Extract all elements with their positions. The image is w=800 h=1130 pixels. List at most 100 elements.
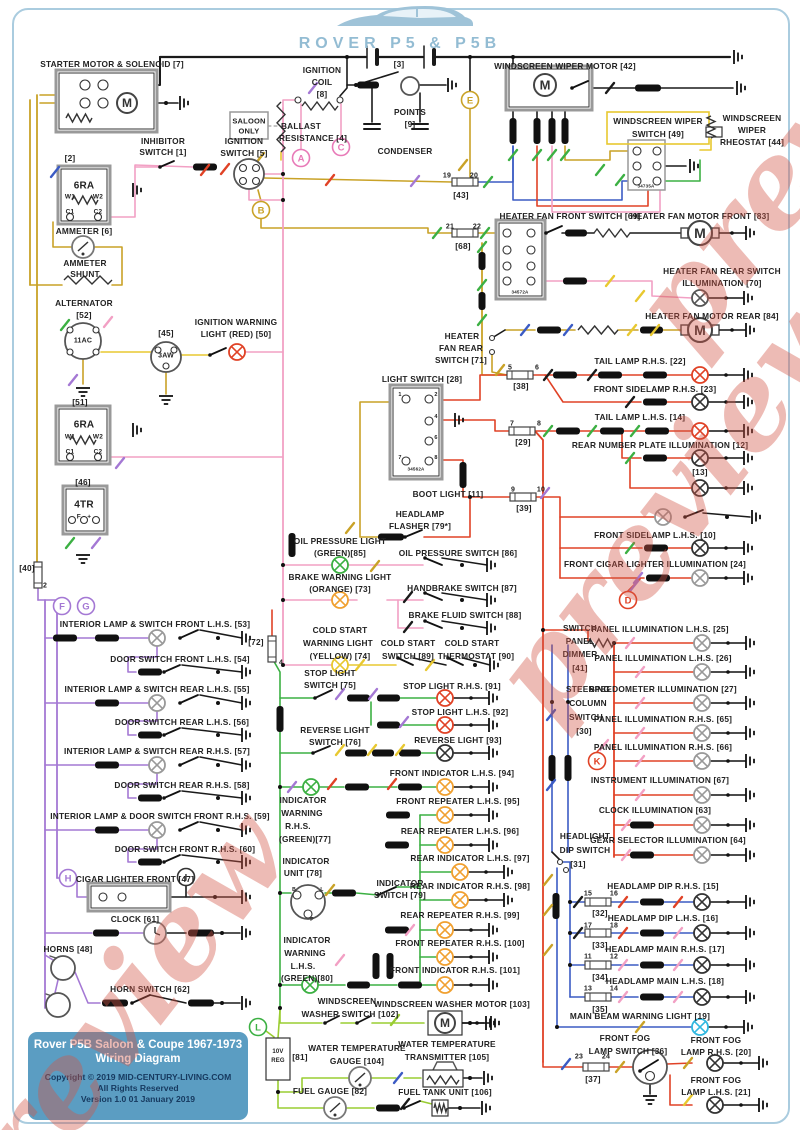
- junction-dot: [460, 563, 464, 567]
- ground-icon: [241, 855, 251, 869]
- wire-colour-tick: [617, 958, 629, 972]
- junction-dot: [216, 733, 220, 737]
- [object Object]: [385, 841, 409, 849]
- [object Object]: [643, 398, 667, 406]
- wire-colour-tick: [617, 990, 629, 1004]
- gauge-needle: [77, 241, 89, 252]
- wire-colour-tick: [620, 848, 632, 862]
- wire: [441, 592, 488, 601]
- terminal-circle: [66, 348, 74, 356]
- wire-colour-tick: [617, 926, 629, 940]
- junction-dot: [724, 400, 728, 404]
- motor-letter: M: [440, 1016, 450, 1030]
- lamp-x: [693, 395, 707, 409]
- resistor-icon: [69, 434, 97, 446]
- wire-colour-tick: [672, 958, 684, 972]
- switch-lever: [131, 994, 151, 1004]
- lamp-x: [693, 1020, 707, 1034]
- wire-colour-tick: [626, 323, 638, 337]
- wire-colour-tick: [67, 373, 79, 387]
- wire: [181, 790, 243, 799]
- wire-colour-tick: [634, 726, 646, 740]
- junction-dot: [216, 828, 220, 832]
- junction-dot: [468, 1076, 472, 1080]
- wire: [491, 351, 508, 376]
- junction-dot: [469, 843, 473, 847]
- wire-colour-tick: [519, 323, 531, 337]
- ground-icon: [76, 387, 90, 397]
- wire-colour-tick: [324, 173, 336, 187]
- connector-letter: A: [298, 153, 305, 164]
- ground-icon: [745, 895, 755, 909]
- lamp-x: [150, 823, 164, 837]
- [object Object]: [372, 749, 394, 757]
- ground-icon: [745, 726, 755, 740]
- resistor-icon: [705, 115, 717, 139]
- motor-letter: M: [694, 322, 706, 338]
- wire-colour-tick: [398, 715, 410, 729]
- copyright: Copyright © 2019 MID-CENTURY-LIVING.COM: [44, 1072, 232, 1082]
- wire: [462, 657, 491, 666]
- switch-lever: [179, 756, 199, 766]
- switch-pivot: [402, 1106, 406, 1110]
- ground-icon: [751, 510, 761, 524]
- wire: [127, 645, 158, 673]
- lamp-x: [453, 865, 467, 879]
- brand-title: ROVER P5 & P5B: [298, 35, 502, 52]
- resistor-icon: [577, 324, 619, 336]
- switch-lever: [639, 1059, 659, 1072]
- junction-dot: [724, 373, 728, 377]
- lamp-x: [333, 558, 347, 572]
- terminal-circle: [424, 456, 434, 466]
- gauge-needle: [354, 1072, 366, 1083]
- wire: [542, 1061, 584, 1068]
- wire-colour-tick: [334, 953, 346, 967]
- [object Object]: [345, 749, 367, 757]
- ground-icon: [503, 893, 513, 907]
- junction-dot: [216, 763, 220, 767]
- terminal-circle: [303, 909, 313, 919]
- [object Object]: [288, 533, 296, 557]
- junction-dot: [164, 101, 168, 105]
- [object Object]: [556, 427, 580, 435]
- [object Object]: [377, 721, 400, 729]
- junction-dot: [460, 626, 464, 630]
- junction-dot: [739, 1061, 743, 1065]
- wire: [544, 374, 642, 403]
- wire-colour-tick: [624, 395, 636, 409]
- switch-pivot: [178, 828, 182, 832]
- switch-lever: [447, 657, 464, 666]
- lamp-x: [693, 424, 707, 438]
- switch-pivot: [683, 515, 687, 519]
- wire: [277, 1077, 350, 1093]
- wire-colour-tick: [402, 620, 414, 634]
- junction-dot: [726, 823, 730, 827]
- junction-dot: [739, 1103, 743, 1107]
- wire-colour-tick: [531, 148, 543, 162]
- [object Object]: [138, 668, 162, 676]
- switch-lever: [314, 689, 333, 699]
- wire: [282, 99, 299, 109]
- switch-pivot: [178, 636, 182, 640]
- [object Object]: [193, 163, 217, 171]
- gauge-pivot: [333, 1113, 337, 1117]
- terminal-circle: [170, 346, 178, 354]
- terminal-circle: [502, 261, 512, 271]
- motor-letter: M: [122, 96, 132, 110]
- connector-letter: L: [255, 1022, 261, 1033]
- junction-dot: [354, 83, 358, 87]
- ground-icon: [488, 923, 498, 937]
- wire-colour-tick: [546, 148, 558, 162]
- [object Object]: [509, 492, 537, 502]
- wire-colour-tick: [344, 521, 356, 535]
- wire: [52, 221, 73, 248]
- lamp-x: [695, 990, 709, 1004]
- [object Object]: [548, 755, 556, 781]
- [object Object]: [630, 821, 654, 829]
- wire-colour-tick: [682, 1093, 694, 1107]
- [object Object]: [188, 929, 214, 937]
- wire-colour-tick: [672, 895, 684, 909]
- terminal-circle: [97, 97, 109, 109]
- terminal-circle: [98, 892, 108, 902]
- wire: [439, 419, 510, 432]
